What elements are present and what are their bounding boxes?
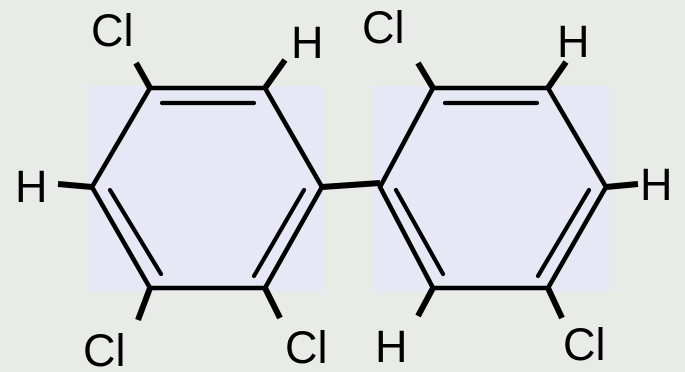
biphenyl-link-bond: [321, 180, 381, 190]
right-ring-bond-top-left: [377, 85, 436, 190]
right-ring-bond-bottom-right: [545, 184, 609, 291]
atom-label-cl-left-bottom-left: Cl: [83, 325, 126, 372]
left-cl-top-bond: [133, 61, 153, 90]
right-h-top-bond: [545, 60, 569, 90]
right-cl-top-bond: [415, 61, 436, 90]
left-cl-bottom-left-bond: [135, 286, 153, 322]
right-h-right-bond: [605, 181, 639, 190]
left-cl-bottom-right-bond: [262, 286, 283, 320]
right-ring-bond-top-right: [545, 85, 609, 190]
left-ring-bond-bottom-left-inner: [107, 187, 164, 277]
atom-label-h-right: H: [640, 159, 673, 210]
atom-label-h-left: H: [15, 161, 48, 212]
atom-label-cl-left-top: Cl: [91, 5, 134, 56]
left-h-top-bond: [262, 58, 288, 90]
left-ring-highlight: [88, 86, 324, 292]
right-h-bottom-left-bond: [415, 286, 436, 318]
left-ring-bond-bottom-left: [89, 184, 153, 291]
left-ring-bond-bottom-right: [262, 184, 325, 291]
right-ring-highlight: [372, 86, 610, 292]
atom-label-h-right-bottom-left: H: [375, 321, 408, 372]
atom-label-cl-right-top: Cl: [362, 2, 405, 53]
left-ring-bond-top-right: [262, 85, 325, 190]
right-ring-bond-bottom-left: [377, 184, 436, 291]
right-benzene-ring: [377, 85, 609, 291]
atom-label-h-left-top: H: [291, 17, 324, 68]
right-cl-bottom-right-bond: [545, 286, 565, 320]
left-ring-bond-top-left: [89, 85, 153, 190]
left-h-left-bond: [57, 181, 93, 190]
atom-label-cl-right-bottom-right: Cl: [563, 319, 606, 370]
left-benzene-ring: [89, 85, 325, 291]
right-ring-bond-bottom-right-inner: [535, 187, 592, 279]
left-ring-bond-bottom-right-inner: [251, 187, 307, 279]
atom-label-h-right-top: H: [557, 16, 590, 67]
atom-label-cl-left-bottom-right: Cl: [285, 322, 328, 372]
right-ring-bond-bottom-left-inner: [393, 187, 446, 277]
